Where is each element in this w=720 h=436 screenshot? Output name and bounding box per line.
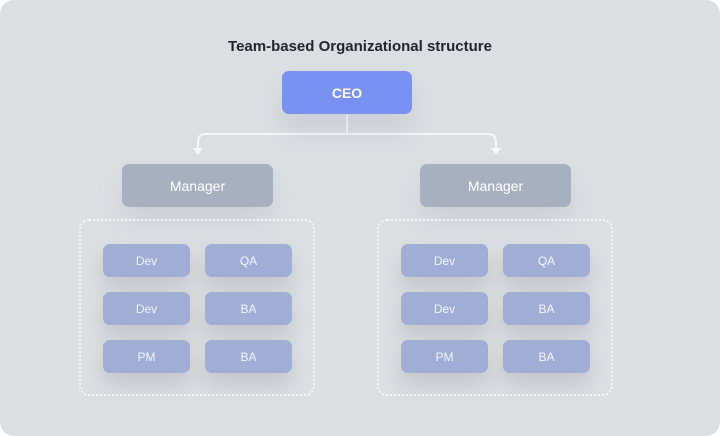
team-member-node[interactable]: Dev: [103, 292, 190, 325]
team-member-node[interactable]: QA: [503, 244, 590, 277]
connector-line: [197, 114, 497, 150]
manager-node-right[interactable]: Manager: [420, 164, 571, 207]
team-member-node[interactable]: PM: [401, 340, 488, 373]
team-member-node[interactable]: BA: [205, 292, 292, 325]
team-member-node[interactable]: Dev: [401, 292, 488, 325]
team-member-node[interactable]: PM: [103, 340, 190, 373]
team-member-node[interactable]: BA: [503, 340, 590, 373]
team-member-node[interactable]: BA: [503, 292, 590, 325]
team-member-node[interactable]: BA: [205, 340, 292, 373]
arrow-down-icon: [193, 148, 203, 155]
arrow-down-icon: [491, 148, 501, 155]
ceo-node[interactable]: CEO: [282, 71, 412, 114]
diagram-title: Team-based Organizational structure: [228, 38, 492, 55]
team-member-node[interactable]: Dev: [401, 244, 488, 277]
team-group-left: [79, 219, 315, 396]
manager-node-left[interactable]: Manager: [122, 164, 273, 207]
team-member-node[interactable]: QA: [205, 244, 292, 277]
team-member-node[interactable]: Dev: [103, 244, 190, 277]
team-group-right: [377, 219, 613, 396]
